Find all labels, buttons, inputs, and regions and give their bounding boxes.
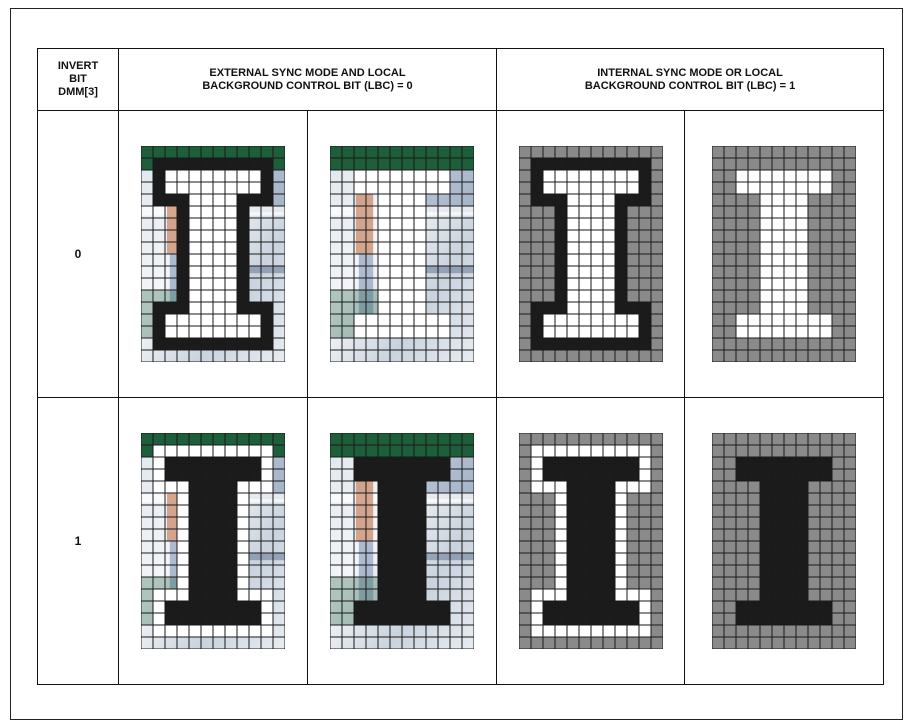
tile-int-1-b	[685, 398, 884, 685]
osd-character-tile	[330, 433, 474, 649]
tile-int-1-a	[497, 398, 685, 685]
osd-character-tile	[141, 146, 285, 362]
tile-ext-0-b	[308, 111, 497, 398]
external-sync-header: EXTERNAL SYNC MODE AND LOCAL BACKGROUND …	[119, 49, 497, 111]
internal-sync-header: INTERNAL SYNC MODE OR LOCAL BACKGROUND C…	[497, 49, 884, 111]
tile-int-0-b	[685, 111, 884, 398]
osd-character-tile	[519, 146, 663, 362]
osd-character-tile	[712, 433, 856, 649]
invert-value-1: 1	[38, 398, 119, 685]
osd-character-tile	[712, 146, 856, 362]
osd-mode-table: INVERT BIT DMM[3] EXTERNAL SYNC MODE AND…	[37, 48, 884, 685]
invert-bit-header: INVERT BIT DMM[3]	[38, 49, 119, 111]
invert-value-0: 0	[38, 111, 119, 398]
osd-character-tile	[519, 433, 663, 649]
header-row: INVERT BIT DMM[3] EXTERNAL SYNC MODE AND…	[38, 49, 884, 111]
tile-int-0-a	[497, 111, 685, 398]
osd-character-tile	[141, 433, 285, 649]
table-row: 0	[38, 111, 884, 398]
tile-ext-0-a	[119, 111, 308, 398]
osd-character-tile	[330, 146, 474, 362]
table-row: 1	[38, 398, 884, 685]
tile-ext-1-b	[308, 398, 497, 685]
tile-ext-1-a	[119, 398, 308, 685]
